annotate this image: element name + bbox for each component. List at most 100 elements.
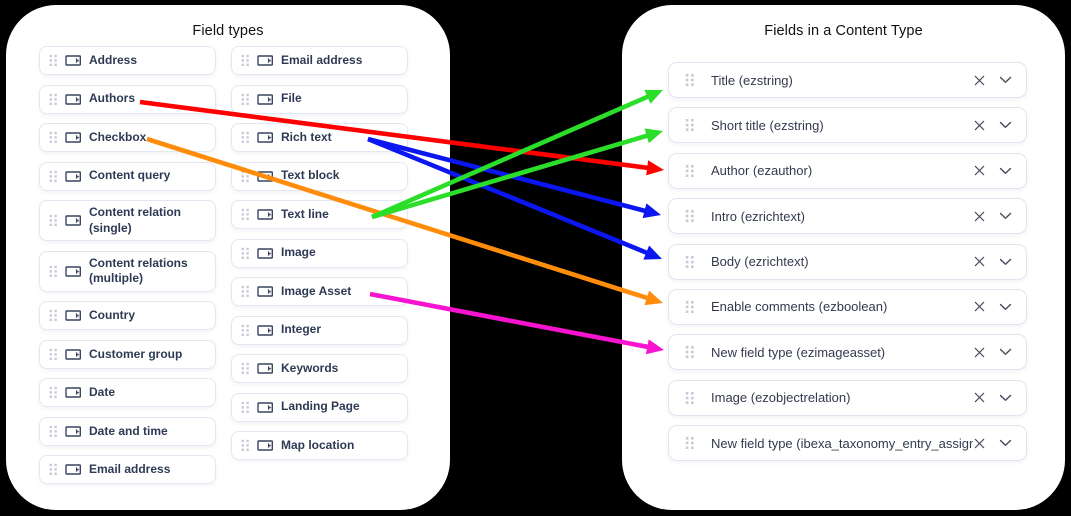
- drag-handle-icon[interactable]: [49, 265, 58, 278]
- drag-handle-icon[interactable]: [685, 255, 695, 269]
- drag-handle-icon[interactable]: [241, 362, 250, 375]
- drag-handle-icon[interactable]: [49, 386, 58, 399]
- remove-field-button[interactable]: [973, 300, 986, 313]
- drag-handle-icon[interactable]: [49, 309, 58, 322]
- collapse-field-button[interactable]: [999, 212, 1012, 220]
- collapse-field-button[interactable]: [999, 121, 1012, 129]
- drag-handle-icon[interactable]: [685, 118, 695, 132]
- drag-handle-icon[interactable]: [241, 401, 250, 414]
- input-field-icon: [65, 387, 82, 399]
- content-type-field-label: Author (ezauthor): [711, 163, 813, 179]
- field-type-item[interactable]: Address: [39, 46, 216, 75]
- content-type-field-row[interactable]: New field type (ibexa_taxonomy_entry_ass…: [668, 425, 1027, 462]
- field-type-item[interactable]: Date and time: [39, 416, 216, 446]
- remove-field-button[interactable]: [973, 346, 986, 359]
- drag-handle-icon[interactable]: [241, 93, 250, 106]
- field-type-label: Map location: [281, 437, 355, 452]
- chevron-down-icon: [999, 394, 1012, 401]
- field-types-columns: Address Authors Checkb: [39, 46, 408, 485]
- drag-handle-icon[interactable]: [241, 131, 250, 144]
- field-type-item[interactable]: Image: [231, 238, 408, 268]
- field-type-item[interactable]: Map location: [231, 431, 408, 460]
- remove-field-button[interactable]: [973, 164, 986, 177]
- collapse-field-button[interactable]: [999, 439, 1012, 447]
- field-type-label: Email address: [89, 462, 171, 477]
- field-type-label: Rich text: [281, 129, 332, 144]
- drag-handle-icon[interactable]: [49, 463, 58, 476]
- content-type-field-row[interactable]: New field type (ezimageasset): [668, 334, 1027, 371]
- field-type-item[interactable]: Landing Page: [231, 392, 408, 422]
- content-type-field-row[interactable]: Body (ezrichtext): [668, 243, 1027, 280]
- drag-handle-icon[interactable]: [241, 247, 250, 260]
- field-type-item[interactable]: Email address: [231, 46, 408, 75]
- field-type-item[interactable]: Authors: [39, 84, 216, 114]
- drag-handle-icon[interactable]: [685, 164, 695, 178]
- remove-field-button[interactable]: [973, 119, 986, 132]
- field-type-item[interactable]: Content relations (multiple): [39, 250, 216, 292]
- input-field-icon: [65, 132, 82, 143]
- field-type-label: Landing Page: [281, 399, 360, 414]
- drag-handle-icon[interactable]: [241, 439, 250, 452]
- drag-handle-icon[interactable]: [685, 436, 695, 450]
- field-type-item[interactable]: Content relation (single): [39, 200, 216, 242]
- field-type-item[interactable]: Email address: [39, 455, 216, 485]
- remove-field-button[interactable]: [973, 437, 986, 450]
- collapse-field-button[interactable]: [999, 303, 1012, 311]
- input-field-icon: [65, 93, 82, 105]
- content-type-field-label: Title (ezstring): [711, 72, 793, 88]
- drag-handle-icon[interactable]: [49, 348, 58, 361]
- drag-handle-icon[interactable]: [685, 345, 695, 359]
- x-close-icon: [974, 392, 985, 403]
- remove-field-button[interactable]: [973, 74, 986, 87]
- field-type-item[interactable]: Text block: [231, 161, 408, 191]
- drag-handle-icon[interactable]: [49, 170, 58, 183]
- field-type-item[interactable]: Text line: [231, 200, 408, 229]
- field-type-label: Image Asset: [281, 283, 352, 298]
- input-field-icon: [257, 324, 274, 336]
- content-type-field-row[interactable]: Short title (ezstring): [668, 107, 1027, 144]
- remove-field-button[interactable]: [973, 210, 986, 223]
- drag-handle-icon[interactable]: [685, 300, 695, 314]
- drag-handle-icon[interactable]: [49, 131, 58, 144]
- field-type-item[interactable]: Integer: [231, 315, 408, 345]
- collapse-field-button[interactable]: [999, 258, 1012, 266]
- collapse-field-button[interactable]: [999, 76, 1012, 84]
- field-type-label: Integer: [281, 322, 322, 337]
- field-type-item[interactable]: Content query: [39, 161, 216, 191]
- content-type-field-row[interactable]: Intro (ezrichtext): [668, 198, 1027, 235]
- x-close-icon: [974, 347, 985, 358]
- drag-handle-icon[interactable]: [241, 208, 250, 221]
- drag-handle-icon[interactable]: [241, 170, 250, 183]
- field-type-item[interactable]: Country: [39, 301, 216, 331]
- drag-handle-icon[interactable]: [49, 93, 58, 106]
- drag-handle-icon[interactable]: [241, 54, 250, 67]
- field-type-item[interactable]: File: [231, 84, 408, 114]
- collapse-field-button[interactable]: [999, 394, 1012, 402]
- field-type-item[interactable]: Customer group: [39, 339, 216, 369]
- content-type-field-label: Image (ezobjectrelation): [711, 390, 851, 406]
- input-field-icon: [65, 349, 82, 360]
- drag-handle-icon[interactable]: [685, 209, 695, 223]
- field-type-item[interactable]: Checkbox: [39, 123, 216, 152]
- content-type-field-row[interactable]: Author (ezauthor): [668, 152, 1027, 189]
- collapse-field-button[interactable]: [999, 348, 1012, 356]
- field-type-label: Address: [89, 52, 138, 67]
- field-type-item[interactable]: Keywords: [231, 354, 408, 383]
- field-type-item[interactable]: Image Asset: [231, 277, 408, 306]
- drag-handle-icon[interactable]: [49, 214, 58, 227]
- drag-handle-icon[interactable]: [49, 54, 58, 67]
- remove-field-button[interactable]: [973, 391, 986, 404]
- drag-handle-icon[interactable]: [49, 425, 58, 438]
- field-type-item[interactable]: Date: [39, 378, 216, 408]
- drag-handle-icon[interactable]: [241, 324, 250, 337]
- field-type-item[interactable]: Rich text: [231, 123, 408, 152]
- drag-handle-icon[interactable]: [685, 73, 695, 87]
- remove-field-button[interactable]: [973, 255, 986, 268]
- drag-handle-icon[interactable]: [241, 285, 250, 298]
- x-close-icon: [974, 438, 985, 449]
- drag-handle-icon[interactable]: [685, 391, 695, 405]
- content-type-field-row[interactable]: Enable comments (ezboolean): [668, 288, 1027, 325]
- content-type-field-row[interactable]: Image (ezobjectrelation): [668, 379, 1027, 416]
- content-type-field-row[interactable]: Title (ezstring): [668, 62, 1027, 98]
- collapse-field-button[interactable]: [999, 167, 1012, 175]
